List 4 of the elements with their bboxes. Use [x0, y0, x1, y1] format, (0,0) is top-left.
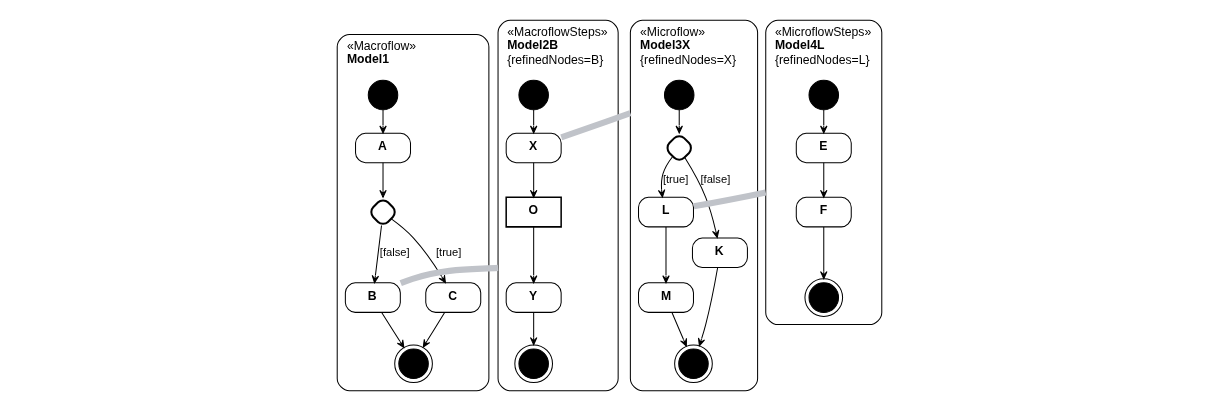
edge-label: [false] — [379, 245, 410, 258]
edge-label: [false] — [699, 172, 730, 185]
edge-label: [true] — [662, 172, 688, 185]
edge-label: [true] — [435, 245, 461, 258]
